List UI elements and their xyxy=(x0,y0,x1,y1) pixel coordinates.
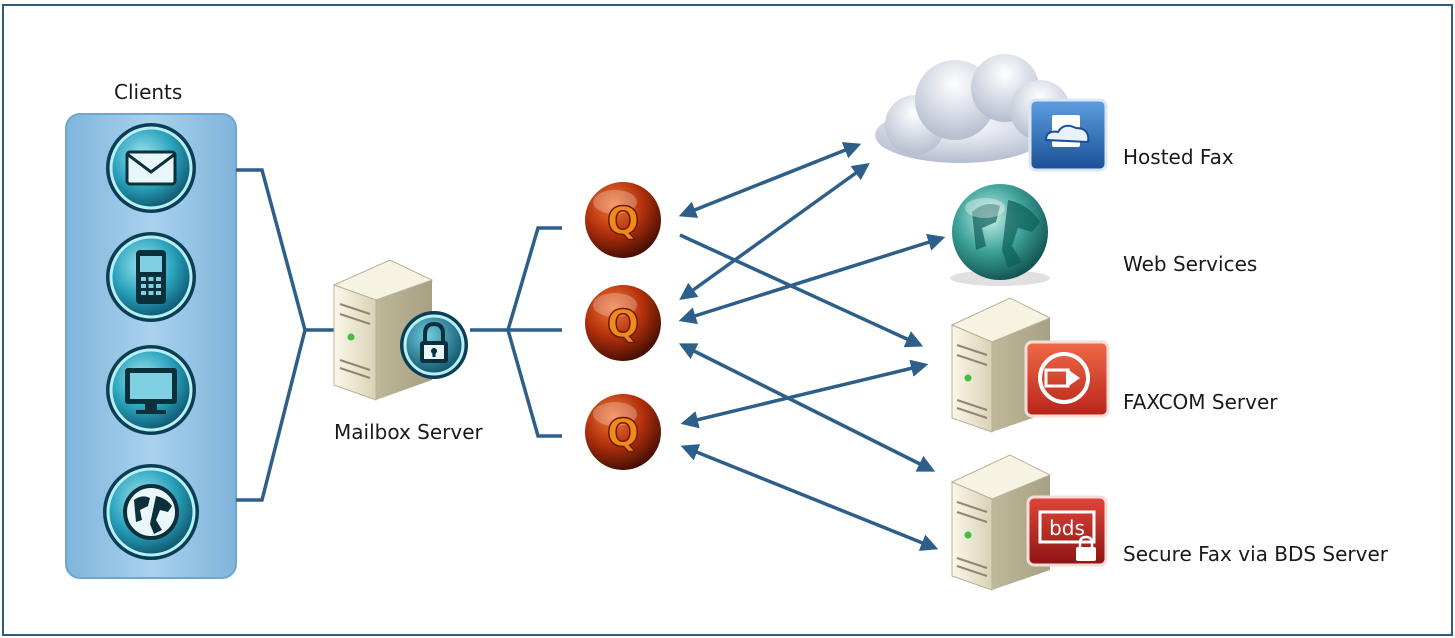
queue-letter: Q xyxy=(607,302,639,346)
mailbox-server-label: Mailbox Server xyxy=(334,420,483,444)
clients-label: Clients xyxy=(114,80,183,104)
monitor-icon xyxy=(125,368,177,414)
queue-orb-1: Q xyxy=(585,182,661,258)
routing-arrows xyxy=(678,142,946,551)
queue-letter: Q xyxy=(607,411,639,455)
client-web xyxy=(103,464,199,560)
queue-orb-2: Q xyxy=(585,285,661,361)
client-mobile xyxy=(106,232,196,322)
faxcom-server-label: FAXCOM Server xyxy=(1123,390,1278,414)
padlock-icon xyxy=(1076,535,1096,561)
envelope-icon xyxy=(125,150,177,186)
mailbox-server xyxy=(332,259,468,401)
queue-orb-3: Q xyxy=(585,394,661,470)
client-connectors xyxy=(236,168,335,502)
globe-icon xyxy=(123,484,179,540)
web-services-globe-icon xyxy=(950,184,1050,286)
web-services-label: Web Services xyxy=(1123,252,1258,276)
cloud-icon xyxy=(875,54,1070,163)
hosted-fax-label: Hosted Fax xyxy=(1123,145,1234,169)
bds-server-icon: bds xyxy=(950,454,1108,591)
lock-icon xyxy=(400,311,468,379)
mobile-phone-icon xyxy=(136,250,166,304)
bds-badge-text: bds xyxy=(1049,516,1085,540)
faxcom-server-icon xyxy=(950,297,1110,433)
secure-fax-label: Secure Fax via BDS Server xyxy=(1123,542,1388,566)
client-desktop xyxy=(106,345,196,435)
queue-connectors xyxy=(470,226,562,438)
client-email xyxy=(106,123,196,213)
queue-letter: Q xyxy=(607,199,639,243)
hosted-fax-icon xyxy=(1028,98,1108,172)
